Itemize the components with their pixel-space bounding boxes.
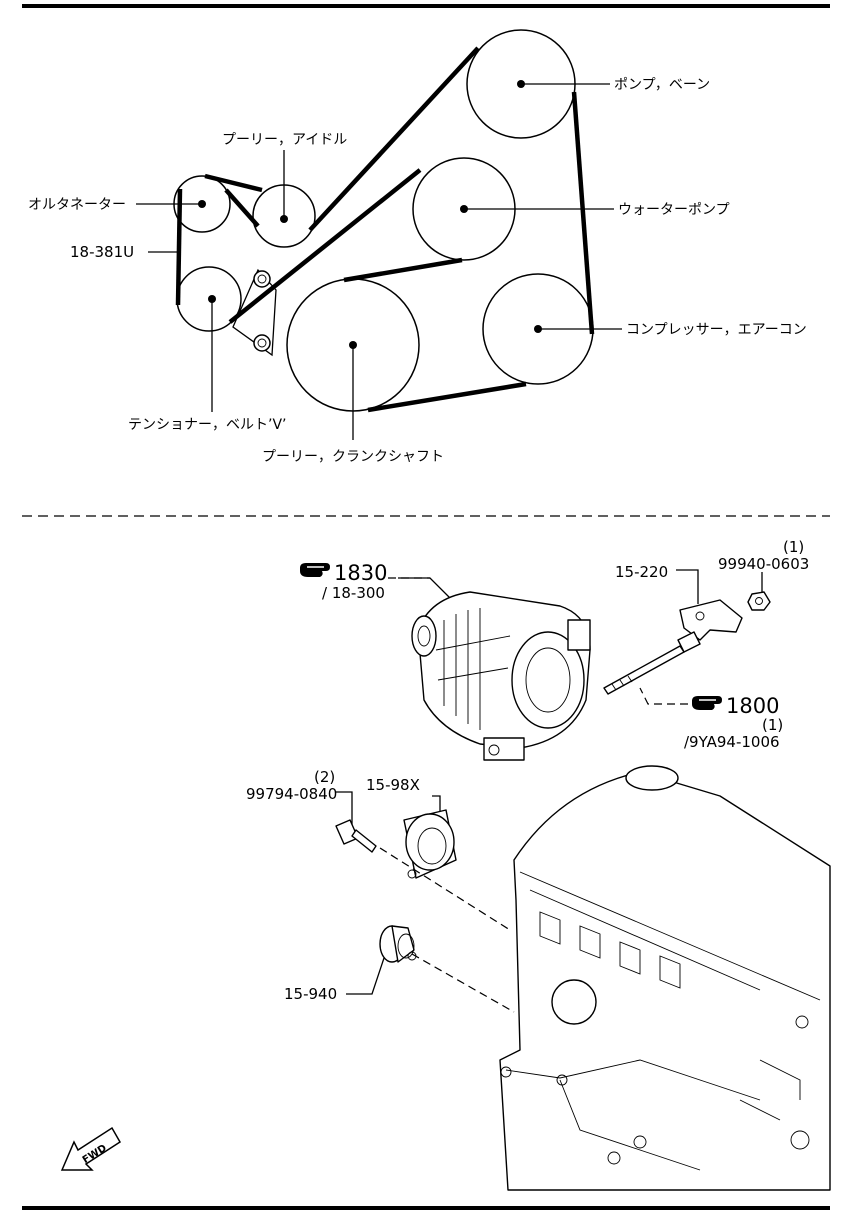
engine-block — [499, 765, 831, 1191]
alternator-ref: 1830 — [334, 561, 387, 585]
label-pump-vane: ポンプ，ベーン — [614, 77, 710, 93]
alternator-part: / 18-300 — [322, 584, 385, 602]
belt-routing-diagram: ポンプ，ベーン プーリー，アイドル オルタネーター 18-381U ウォーターポ… — [28, 29, 807, 465]
long-bolt — [603, 631, 701, 695]
screw-part: 99794-0840 — [246, 785, 337, 803]
hand-pointer-icon — [300, 563, 330, 577]
label-tensioner: テンショナー，ベルト’V’ — [128, 417, 286, 433]
mounting-screw — [335, 819, 377, 853]
idler-pulley — [379, 925, 417, 963]
bracket — [679, 599, 743, 641]
drive-belt — [175, 46, 595, 413]
exploded-view: 1830 / 18-300 1800 (1) /9YA94-1006 15-22… — [60, 538, 831, 1191]
nut-qty: (1) — [783, 538, 804, 556]
hand-pointer-icon — [692, 696, 722, 710]
nut — [747, 591, 771, 611]
screw-qty: (2) — [314, 768, 335, 786]
tensioner-assembly — [403, 809, 457, 879]
label-pulley-idle: プーリー，アイドル — [222, 132, 347, 148]
tensioner-bracket — [232, 268, 277, 357]
fwd-arrow-icon: FWD — [60, 1126, 122, 1171]
alternator — [411, 591, 591, 761]
label-belt-part-no: 18-381U — [70, 243, 134, 261]
bolt-qty: (1) — [762, 716, 783, 734]
label-crank-pulley: プーリー，クランクシャフト — [262, 449, 444, 465]
nut-part: 99940-0603 — [718, 555, 809, 573]
label-water-pump: ウォーターポンプ — [618, 202, 730, 218]
bolt-ref: 1800 — [726, 694, 779, 718]
bracket-part: 15-220 — [615, 563, 668, 581]
bolt-part: /9YA94-1006 — [684, 733, 780, 751]
label-ac-compressor: コンプレッサー，エアーコン — [626, 322, 807, 338]
label-alternator: オルタネーター — [28, 197, 126, 213]
idler-part: 15-940 — [284, 985, 337, 1003]
tensioner-part: 15-98X — [366, 776, 420, 794]
